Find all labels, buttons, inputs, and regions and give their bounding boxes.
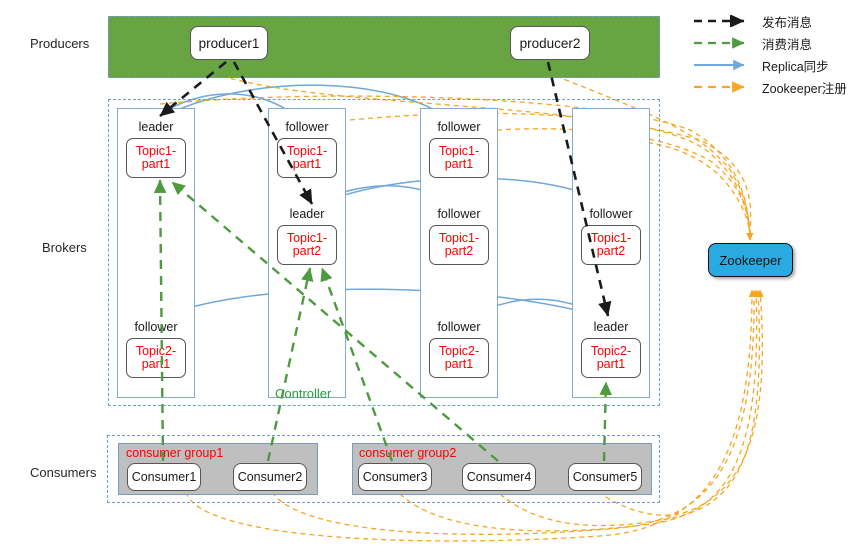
legend-key-consume: [694, 37, 745, 49]
partition-node-b2-t1p1[interactable]: Topic1- part1: [277, 138, 337, 178]
partition-role-b3-t1p1: follower: [437, 120, 481, 134]
controller-label: Controller: [275, 386, 332, 401]
partition-role-b1-t2p1: follower: [134, 320, 178, 334]
partition-role-b3-t2p1: follower: [437, 320, 481, 334]
partition-role-b4-t1p2: follower: [589, 207, 633, 221]
legend-key-replica: [694, 59, 745, 71]
producer-node-1[interactable]: producer1: [190, 26, 268, 60]
partition-role-b4-t2p1: leader: [593, 320, 629, 334]
lane-label-brokers: Brokers: [42, 240, 87, 255]
partition-node-b2-t1p2[interactable]: Topic1- part2: [277, 225, 337, 265]
partition-role-b2-t1p2: leader: [289, 207, 325, 221]
partition-node-b4-t1p2[interactable]: Topic1- part2: [581, 225, 641, 265]
partition-role-b2-t1p1: follower: [285, 120, 329, 134]
legend-row-consume: 消费消息: [692, 32, 862, 54]
partition-node-b3-t2p1[interactable]: Topic2- part1: [429, 338, 489, 378]
consumer-group-1-label: consumer group1: [126, 446, 224, 460]
legend-key-zookeeper: [694, 81, 745, 93]
consumer-node-3[interactable]: Consumer3: [358, 463, 432, 491]
consumer-group-2-label: consumer group2: [359, 446, 457, 460]
partition-node-b1-t2p1[interactable]: Topic2- part1: [126, 338, 186, 378]
legend-key-publish: [694, 15, 745, 27]
partition-node-b3-t1p2[interactable]: Topic1- part2: [429, 225, 489, 265]
partition-role-b3-t1p2: follower: [437, 207, 481, 221]
legend: 发布消息 消费消息 Repl: [692, 10, 862, 98]
consumer-node-4[interactable]: Consumer4: [462, 463, 536, 491]
producer-node-2[interactable]: producer2: [510, 26, 590, 60]
consumer-node-2[interactable]: Consumer2: [233, 463, 307, 491]
zookeeper-node[interactable]: Zookeeper: [708, 243, 793, 277]
consumer-node-5[interactable]: Consumer5: [568, 463, 642, 491]
legend-row-zookeeper: Zookeeper注册: [692, 76, 862, 98]
lane-label-producers: Producers: [30, 36, 90, 51]
partition-node-b4-t2p1[interactable]: Topic2- part1: [581, 338, 641, 378]
legend-label-consume: 消费消息: [762, 37, 813, 52]
partition-role-b1-t1p1: leader: [138, 120, 174, 134]
lane-label-consumers: Consumers: [30, 465, 97, 480]
partition-node-b3-t1p1[interactable]: Topic1- part1: [429, 138, 489, 178]
partition-node-b1-t1p1[interactable]: Topic1- part1: [126, 138, 186, 178]
legend-label-replica: Replica同步: [762, 59, 829, 74]
consumer-node-1[interactable]: Consumer1: [127, 463, 201, 491]
legend-row-publish: 发布消息: [692, 10, 862, 32]
legend-row-replica: Replica同步: [692, 54, 862, 76]
legend-label-publish: 发布消息: [762, 15, 813, 30]
legend-label-zookeeper: Zookeeper注册: [762, 81, 847, 96]
